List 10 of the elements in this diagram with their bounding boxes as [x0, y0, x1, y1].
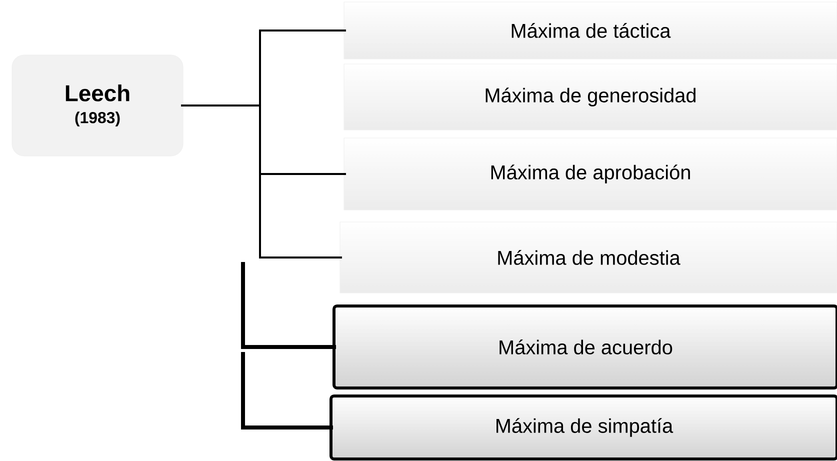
maxim-box: Máxima de modestia	[340, 222, 837, 294]
connector-line	[181, 104, 342, 258]
maxim-box: Máxima de táctica	[344, 2, 837, 60]
connector-line	[241, 262, 336, 349]
author-box: Leech (1983)	[12, 54, 184, 156]
maxim-box: Máxima de simpatía	[330, 394, 837, 460]
connector-line	[241, 352, 333, 430]
maxim-box: Máxima de aprobación	[344, 138, 837, 210]
maxim-box: Máxima de acuerdo	[332, 304, 837, 390]
maxim-box: Máxima de generosidad	[344, 64, 837, 130]
